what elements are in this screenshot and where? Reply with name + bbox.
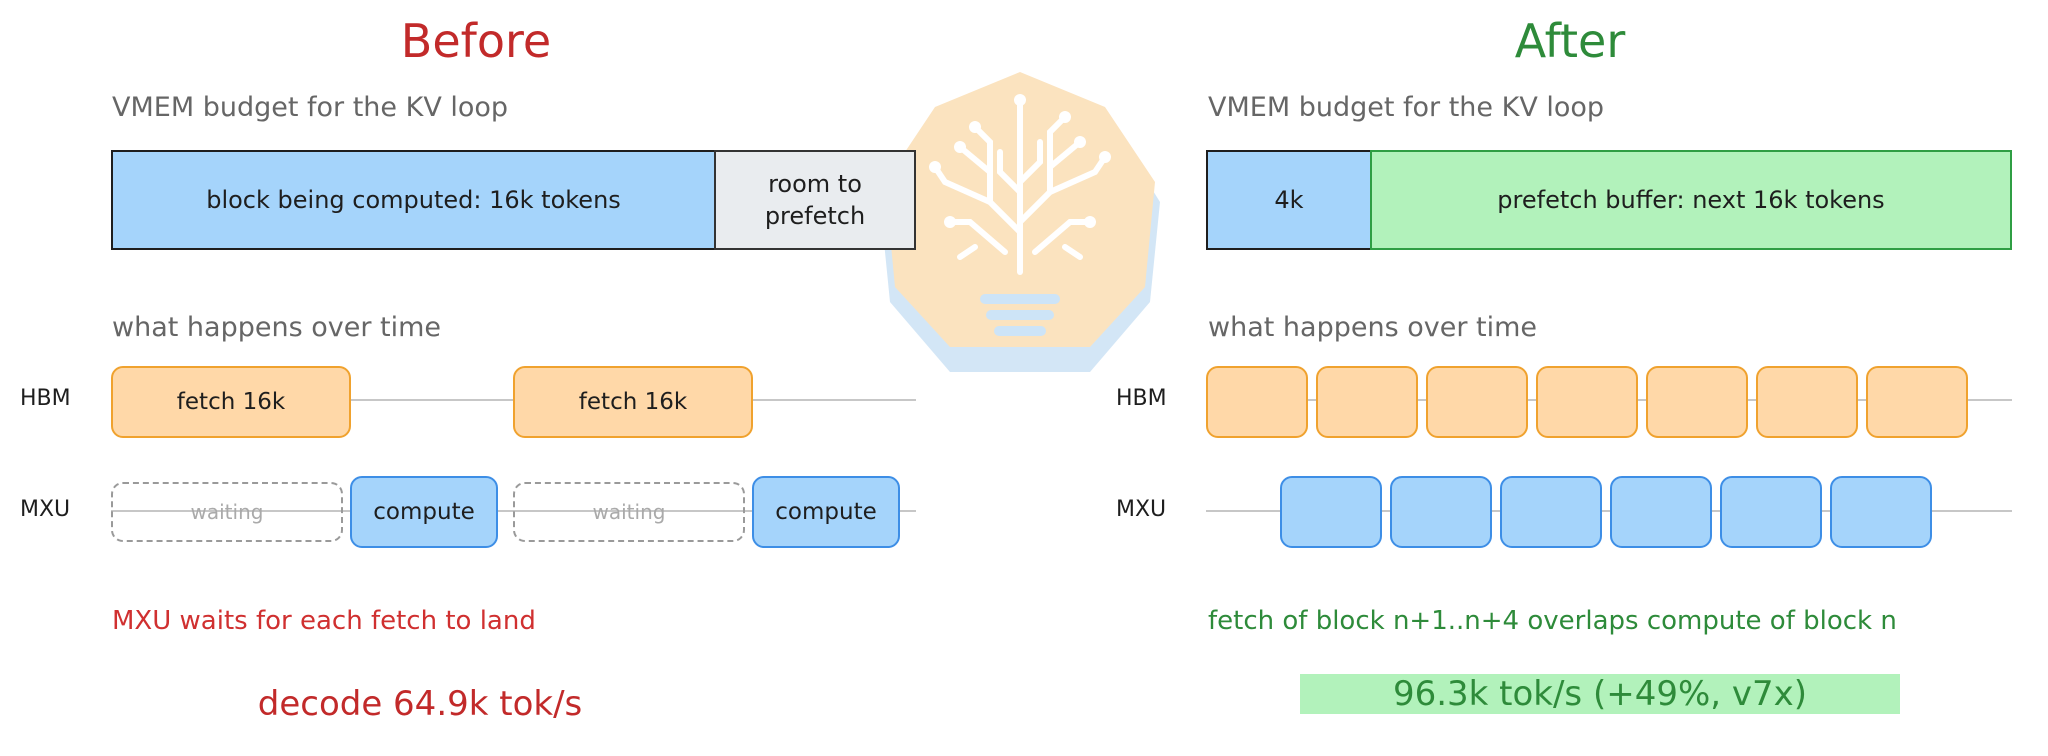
after-title: After: [1514, 14, 1626, 68]
before-prefetch-room-label: room to prefetch: [764, 170, 866, 230]
before-compute-block: block being computed: 16k tokens: [111, 150, 716, 250]
after-fetch-box-6: [1756, 366, 1858, 438]
before-budget-label: VMEM budget for the KV loop: [112, 92, 509, 123]
before-timeline-label: what happens over time: [112, 312, 442, 343]
after-compute-block: 4k: [1206, 150, 1372, 250]
after-fetch-box-2: [1316, 366, 1418, 438]
before-wait-box-2: waiting: [513, 482, 745, 542]
after-budget-label: VMEM budget for the KV loop: [1208, 92, 1605, 123]
after-fetch-box-4: [1536, 366, 1638, 438]
before-compute-box-1: compute: [350, 476, 498, 548]
after-prefetch-buffer: prefetch buffer: next 16k tokens: [1370, 150, 2012, 250]
before-compute-label-1: compute: [373, 499, 475, 525]
after-fetch-box-7: [1866, 366, 1968, 438]
before-note: MXU waits for each fetch to land: [112, 606, 536, 636]
after-fetch-box-3: [1426, 366, 1528, 438]
after-compute-box-2: [1390, 476, 1492, 548]
before-title: Before: [400, 14, 552, 68]
after-compute-box-5: [1720, 476, 1822, 548]
after-result: 96.3k tok/s (+49%, v7x): [1300, 674, 1900, 714]
before-compute-box-2: compute: [752, 476, 900, 548]
before-fetch-label-1: fetch 16k: [176, 389, 286, 415]
before-wait-box-1: waiting: [111, 482, 343, 542]
after-timeline-label: what happens over time: [1208, 312, 1538, 343]
after-compute-box-6: [1830, 476, 1932, 548]
after-prefetch-buffer-label: prefetch buffer: next 16k tokens: [1497, 186, 1885, 214]
after-fetch-box-1: [1206, 366, 1308, 438]
lightbulb-circuit-logo: [880, 72, 1160, 372]
before-fetch-label-2: fetch 16k: [578, 389, 688, 415]
before-hbm-label: HBM: [20, 386, 71, 411]
after-compute-box-4: [1610, 476, 1712, 548]
before-wait-label-1: waiting: [190, 500, 264, 524]
before-compute-label-2: compute: [775, 499, 877, 525]
before-mxu-label: MXU: [20, 497, 71, 522]
after-note: fetch of block n+1..n+4 overlaps compute…: [1208, 606, 1897, 636]
after-mxu-track: [1206, 510, 2012, 512]
before-wait-label-2: waiting: [592, 500, 666, 524]
after-mxu-label: MXU: [1116, 497, 1167, 522]
before-fetch-box-2: fetch 16k: [513, 366, 753, 438]
after-fetch-box-5: [1646, 366, 1748, 438]
before-result: decode 64.9k tok/s: [257, 684, 583, 724]
after-hbm-label: HBM: [1116, 386, 1167, 411]
after-compute-box-1: [1280, 476, 1382, 548]
before-prefetch-room: room to prefetch: [714, 150, 916, 250]
before-compute-block-label: block being computed: 16k tokens: [206, 186, 621, 214]
after-compute-box-3: [1500, 476, 1602, 548]
after-compute-block-label: 4k: [1274, 186, 1304, 214]
before-fetch-box-1: fetch 16k: [111, 366, 351, 438]
